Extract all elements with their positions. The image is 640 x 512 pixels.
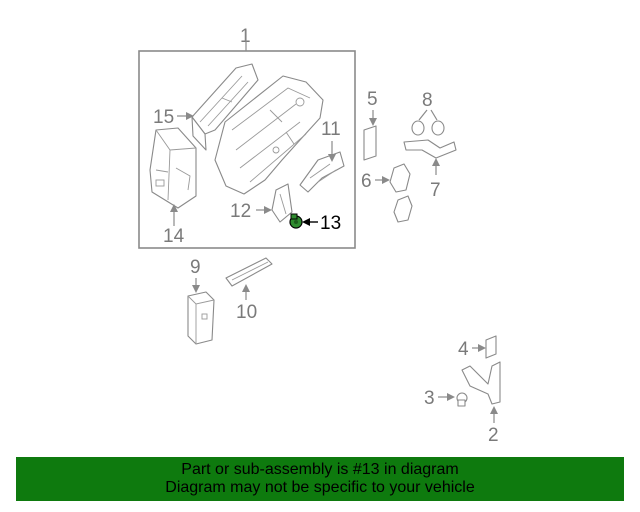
callout-14[interactable]: 14 <box>163 204 185 247</box>
part-1-apron[interactable] <box>214 75 324 195</box>
callout-1[interactable]: 1 <box>240 26 251 51</box>
callout-15[interactable]: 15 <box>153 107 194 128</box>
callout-6[interactable]: 6 <box>361 171 390 192</box>
notice-banner: Part or sub-assembly is #13 in diagram D… <box>16 457 624 501</box>
callout-8-label: 8 <box>422 90 433 111</box>
part-14[interactable] <box>149 127 197 209</box>
part-2[interactable] <box>461 361 501 405</box>
banner-line-1: Part or sub-assembly is #13 in diagram <box>181 461 459 478</box>
part-4[interactable] <box>485 335 497 359</box>
callout-3[interactable]: 3 <box>424 388 455 409</box>
part-3[interactable] <box>456 392 468 407</box>
callout-12[interactable]: 12 <box>230 201 272 222</box>
part-9[interactable] <box>187 291 215 345</box>
callout-13[interactable]: 13 <box>302 213 341 234</box>
callout-9[interactable]: 9 <box>190 257 201 293</box>
callout-10-label: 10 <box>236 302 257 323</box>
callout-5-label: 5 <box>367 89 378 110</box>
callout-2-label: 2 <box>488 425 499 446</box>
callout-1-label: 1 <box>240 26 251 47</box>
callout-10[interactable]: 10 <box>236 284 257 323</box>
callout-13-label: 13 <box>320 213 341 234</box>
callout-3-label: 3 <box>424 388 435 409</box>
part-13-bolt[interactable] <box>289 213 303 229</box>
callout-5[interactable]: 5 <box>367 89 378 126</box>
part-15[interactable] <box>191 63 259 151</box>
callout-7[interactable]: 7 <box>430 158 441 201</box>
part-10[interactable] <box>225 257 273 287</box>
callout-4-label: 4 <box>458 339 469 360</box>
callout-4[interactable]: 4 <box>458 339 486 360</box>
banner-line-2: Diagram may not be specific to your vehi… <box>165 479 475 496</box>
part-5[interactable] <box>363 125 377 161</box>
part-8[interactable] <box>411 120 445 136</box>
callout-15-label: 15 <box>153 107 174 128</box>
part-11[interactable] <box>299 151 345 193</box>
callout-12-label: 12 <box>230 201 251 222</box>
callout-14-label: 14 <box>163 226 185 247</box>
callout-6-label: 6 <box>361 171 372 192</box>
callout-9-label: 9 <box>190 257 201 278</box>
part-12[interactable] <box>271 183 293 223</box>
part-6[interactable] <box>389 163 413 223</box>
callout-7-label: 7 <box>430 180 441 201</box>
callout-11[interactable]: 11 <box>321 119 341 162</box>
part-7[interactable] <box>403 139 457 159</box>
callout-11-label: 11 <box>321 119 341 140</box>
callout-8[interactable]: 8 <box>418 90 438 121</box>
callout-2[interactable]: 2 <box>488 406 499 446</box>
assembly-frame <box>138 50 356 249</box>
